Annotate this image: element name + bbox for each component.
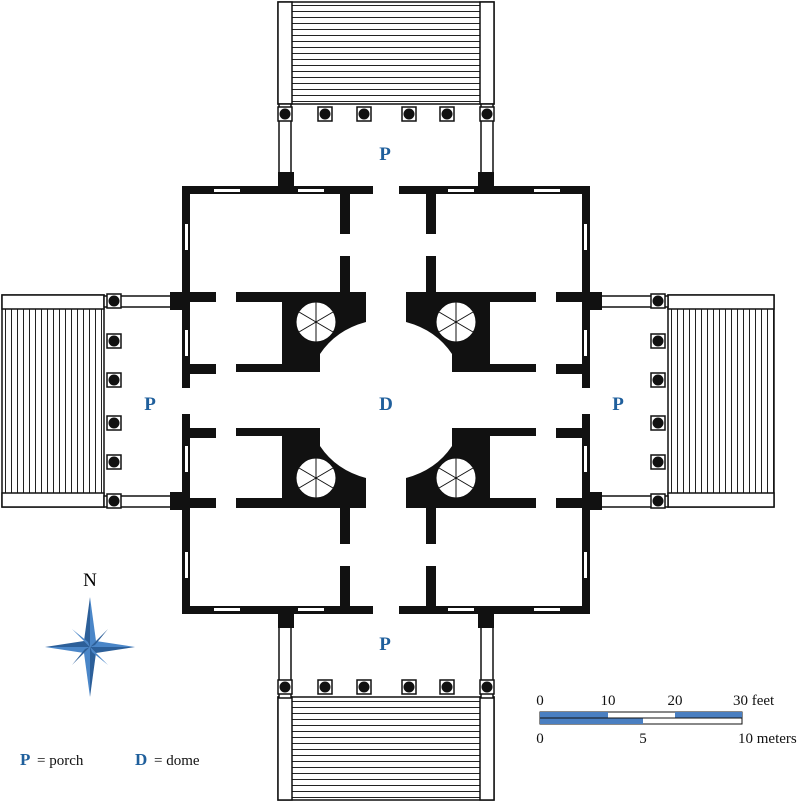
west-steps bbox=[1, 294, 105, 508]
scale-feet-30: 30 feet bbox=[733, 693, 775, 709]
porch-label-north: P bbox=[379, 144, 391, 165]
legend: P = porch D = dome bbox=[20, 750, 200, 769]
compass-rose-icon: N bbox=[45, 570, 135, 697]
main-walls bbox=[170, 172, 602, 628]
porch-walls bbox=[103, 103, 669, 699]
scale-bar: 0 10 20 30 feet 0 5 10 meters bbox=[536, 693, 797, 747]
legend-dome-text: = dome bbox=[154, 753, 200, 769]
scale-feet-10: 10 bbox=[601, 693, 616, 709]
dome-label: D bbox=[379, 394, 393, 415]
east-steps bbox=[667, 294, 775, 508]
porch-label-west: P bbox=[144, 394, 156, 415]
legend-dome-key: D bbox=[135, 750, 147, 769]
north-label: N bbox=[83, 570, 97, 591]
legend-porch-text: = porch bbox=[37, 753, 84, 769]
scale-feet-20: 20 bbox=[668, 693, 683, 709]
scale-m-0: 0 bbox=[536, 731, 544, 747]
scale-m-5: 5 bbox=[639, 731, 647, 747]
scale-m-10: 10 meters bbox=[738, 731, 797, 747]
stair-towers bbox=[236, 292, 536, 508]
south-steps bbox=[277, 696, 495, 801]
scale-feet-0: 0 bbox=[536, 693, 544, 709]
porch-label-east: P bbox=[612, 394, 624, 415]
north-steps bbox=[277, 1, 495, 105]
porch-label-south: P bbox=[379, 634, 391, 655]
legend-porch-key: P bbox=[20, 750, 30, 769]
